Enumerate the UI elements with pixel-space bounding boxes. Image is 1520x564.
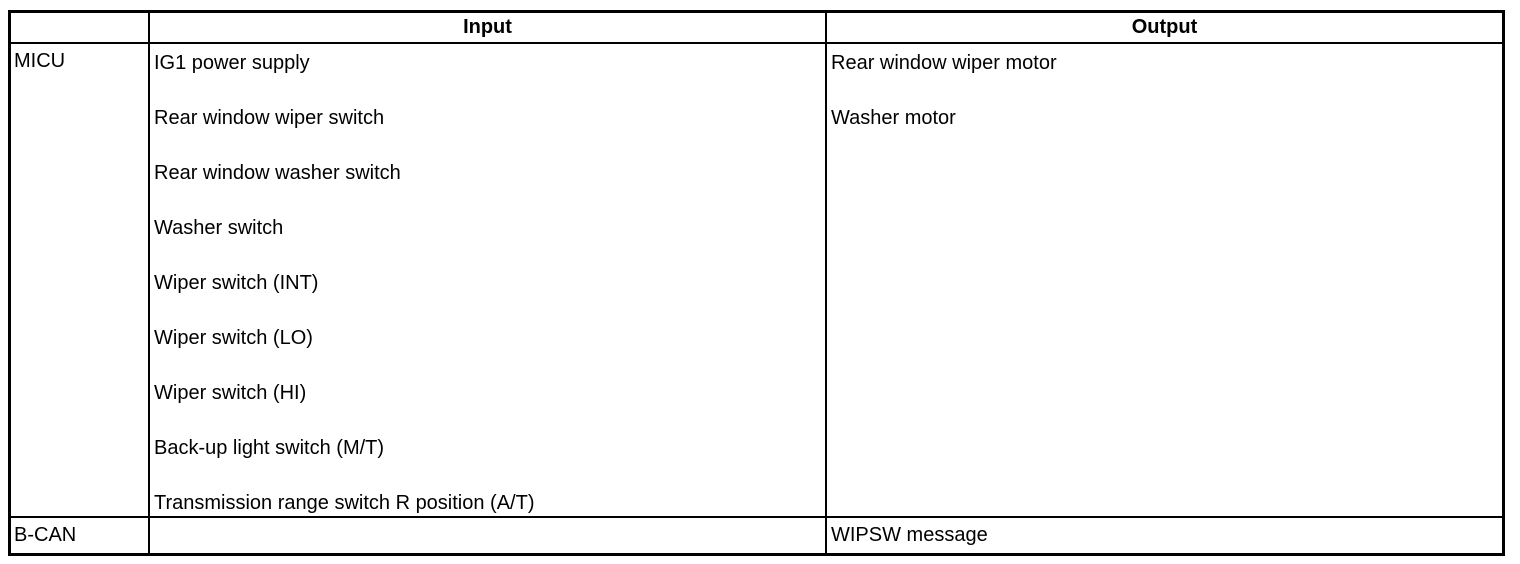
cell-line: Wiper switch (HI) <box>154 382 307 404</box>
cell-line: Wiper switch (INT) <box>154 272 319 294</box>
cell-line: Washer switch <box>154 217 284 239</box>
cell-line: Rear window wiper motor <box>831 52 1057 74</box>
cell-line: Back-up light switch (M/T) <box>154 437 385 459</box>
cell-line: Wiper switch (LO) <box>154 327 313 349</box>
row-label-micu: MICU <box>11 44 150 518</box>
row-label-bcan: B-CAN <box>11 518 150 553</box>
cell-line: IG1 power supply <box>154 52 310 74</box>
header-device-cell <box>11 13 150 44</box>
header-output-cell: Output <box>827 13 1502 44</box>
cell-line: Transmission range switch R position (A/… <box>154 492 535 514</box>
cell-line: Washer motor <box>831 107 956 129</box>
header-input-cell: Input <box>150 13 827 44</box>
cell-line: Rear window wiper switch <box>154 107 385 129</box>
bcan-input-cell <box>150 518 827 553</box>
cell-line: Rear window washer switch <box>154 162 401 184</box>
bcan-output-cell: WIPSW message <box>831 524 988 546</box>
